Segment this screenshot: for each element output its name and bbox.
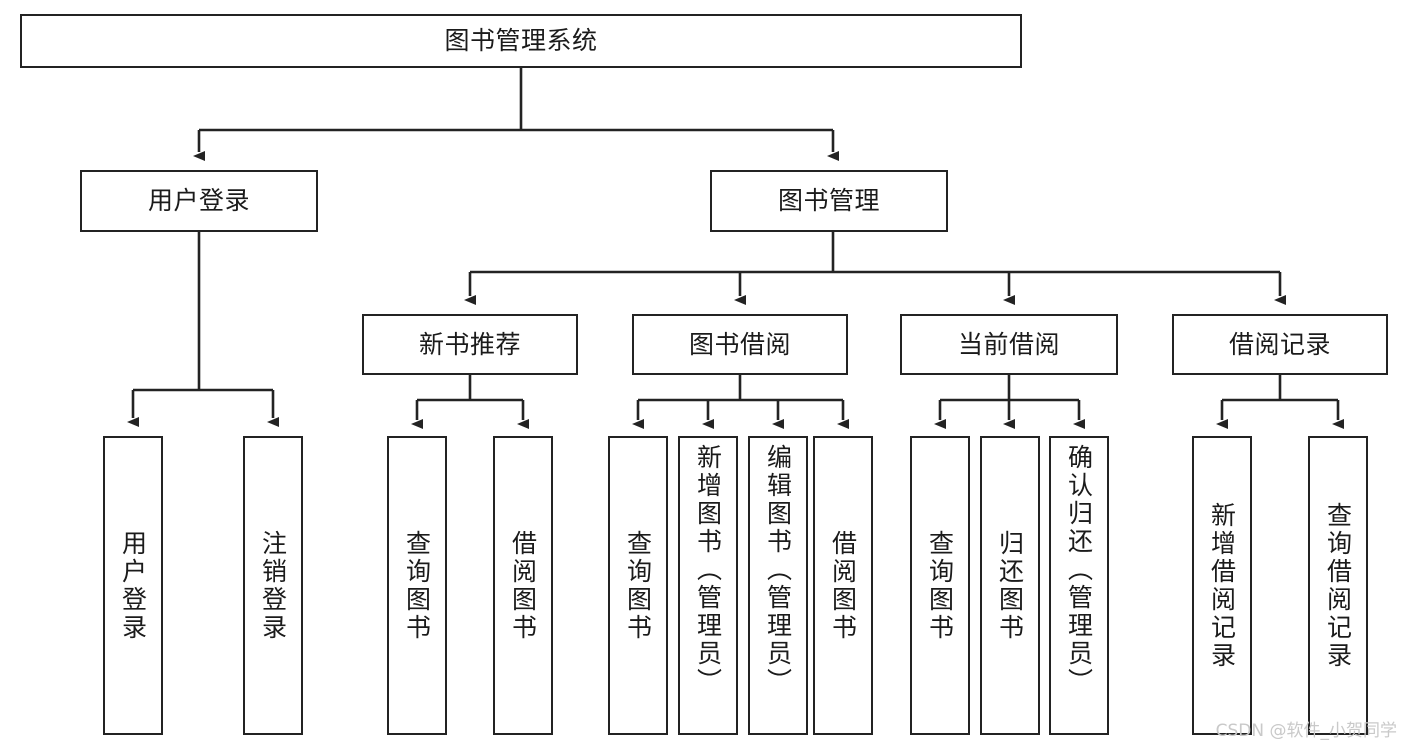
node-book-borrow[interactable]: 图书借阅 xyxy=(632,314,848,375)
leaf-current-confirm-return-admin[interactable]: 确认归还（管理员） xyxy=(1049,436,1109,735)
node-label: 图书管理系统 xyxy=(444,26,598,56)
node-borrow-record[interactable]: 借阅记录 xyxy=(1172,314,1388,375)
leaf-user-login-signin[interactable]: 用户登录 xyxy=(103,436,163,735)
node-label: 当前借阅 xyxy=(957,329,1060,359)
leaf-current-return-book[interactable]: 归还图书 xyxy=(980,436,1040,735)
node-label: 查询图书 xyxy=(925,529,955,642)
leaf-borrow-edit-book-admin[interactable]: 编辑图书（管理员） xyxy=(748,436,808,735)
node-label: 查询图书 xyxy=(623,529,653,642)
node-book-management[interactable]: 图书管理 xyxy=(710,170,948,232)
leaf-recommend-query-book[interactable]: 查询图书 xyxy=(387,436,447,735)
node-label: 查询借阅记录 xyxy=(1323,501,1353,670)
node-label: 编辑图书（管理员） xyxy=(763,444,793,696)
leaf-borrow-borrow-book[interactable]: 借阅图书 xyxy=(813,436,873,735)
leaf-recommend-borrow-book[interactable]: 借阅图书 xyxy=(493,436,553,735)
node-label: 借阅图书 xyxy=(828,529,858,642)
node-label: 用户登录 xyxy=(118,529,148,642)
csdn-watermark: CSDN @软件_小贺同学 xyxy=(1215,721,1397,741)
leaf-current-query-book[interactable]: 查询图书 xyxy=(910,436,970,735)
leaf-record-add-record[interactable]: 新增借阅记录 xyxy=(1192,436,1252,735)
node-new-book-recommend[interactable]: 新书推荐 xyxy=(362,314,578,375)
node-label: 新增借阅记录 xyxy=(1207,501,1237,670)
leaf-record-query-record[interactable]: 查询借阅记录 xyxy=(1308,436,1368,735)
node-label: 确认归还（管理员） xyxy=(1064,444,1094,696)
node-label: 归还图书 xyxy=(995,529,1025,642)
node-current-borrow[interactable]: 当前借阅 xyxy=(900,314,1118,375)
node-root-system[interactable]: 图书管理系统 xyxy=(20,14,1022,68)
node-label: 注销登录 xyxy=(258,529,288,642)
node-label: 图书借阅 xyxy=(688,329,791,359)
leaf-user-login-signout[interactable]: 注销登录 xyxy=(243,436,303,735)
node-user-login[interactable]: 用户登录 xyxy=(80,170,318,232)
node-label: 新书推荐 xyxy=(418,329,521,359)
node-label: 查询图书 xyxy=(402,529,432,642)
node-label: 新增图书（管理员） xyxy=(693,444,723,696)
node-label: 借阅记录 xyxy=(1228,329,1331,359)
node-label: 借阅图书 xyxy=(508,529,538,642)
leaf-borrow-add-book-admin[interactable]: 新增图书（管理员） xyxy=(678,436,738,735)
node-label: 用户登录 xyxy=(147,186,250,216)
leaf-borrow-query-book[interactable]: 查询图书 xyxy=(608,436,668,735)
node-label: 图书管理 xyxy=(777,186,880,216)
